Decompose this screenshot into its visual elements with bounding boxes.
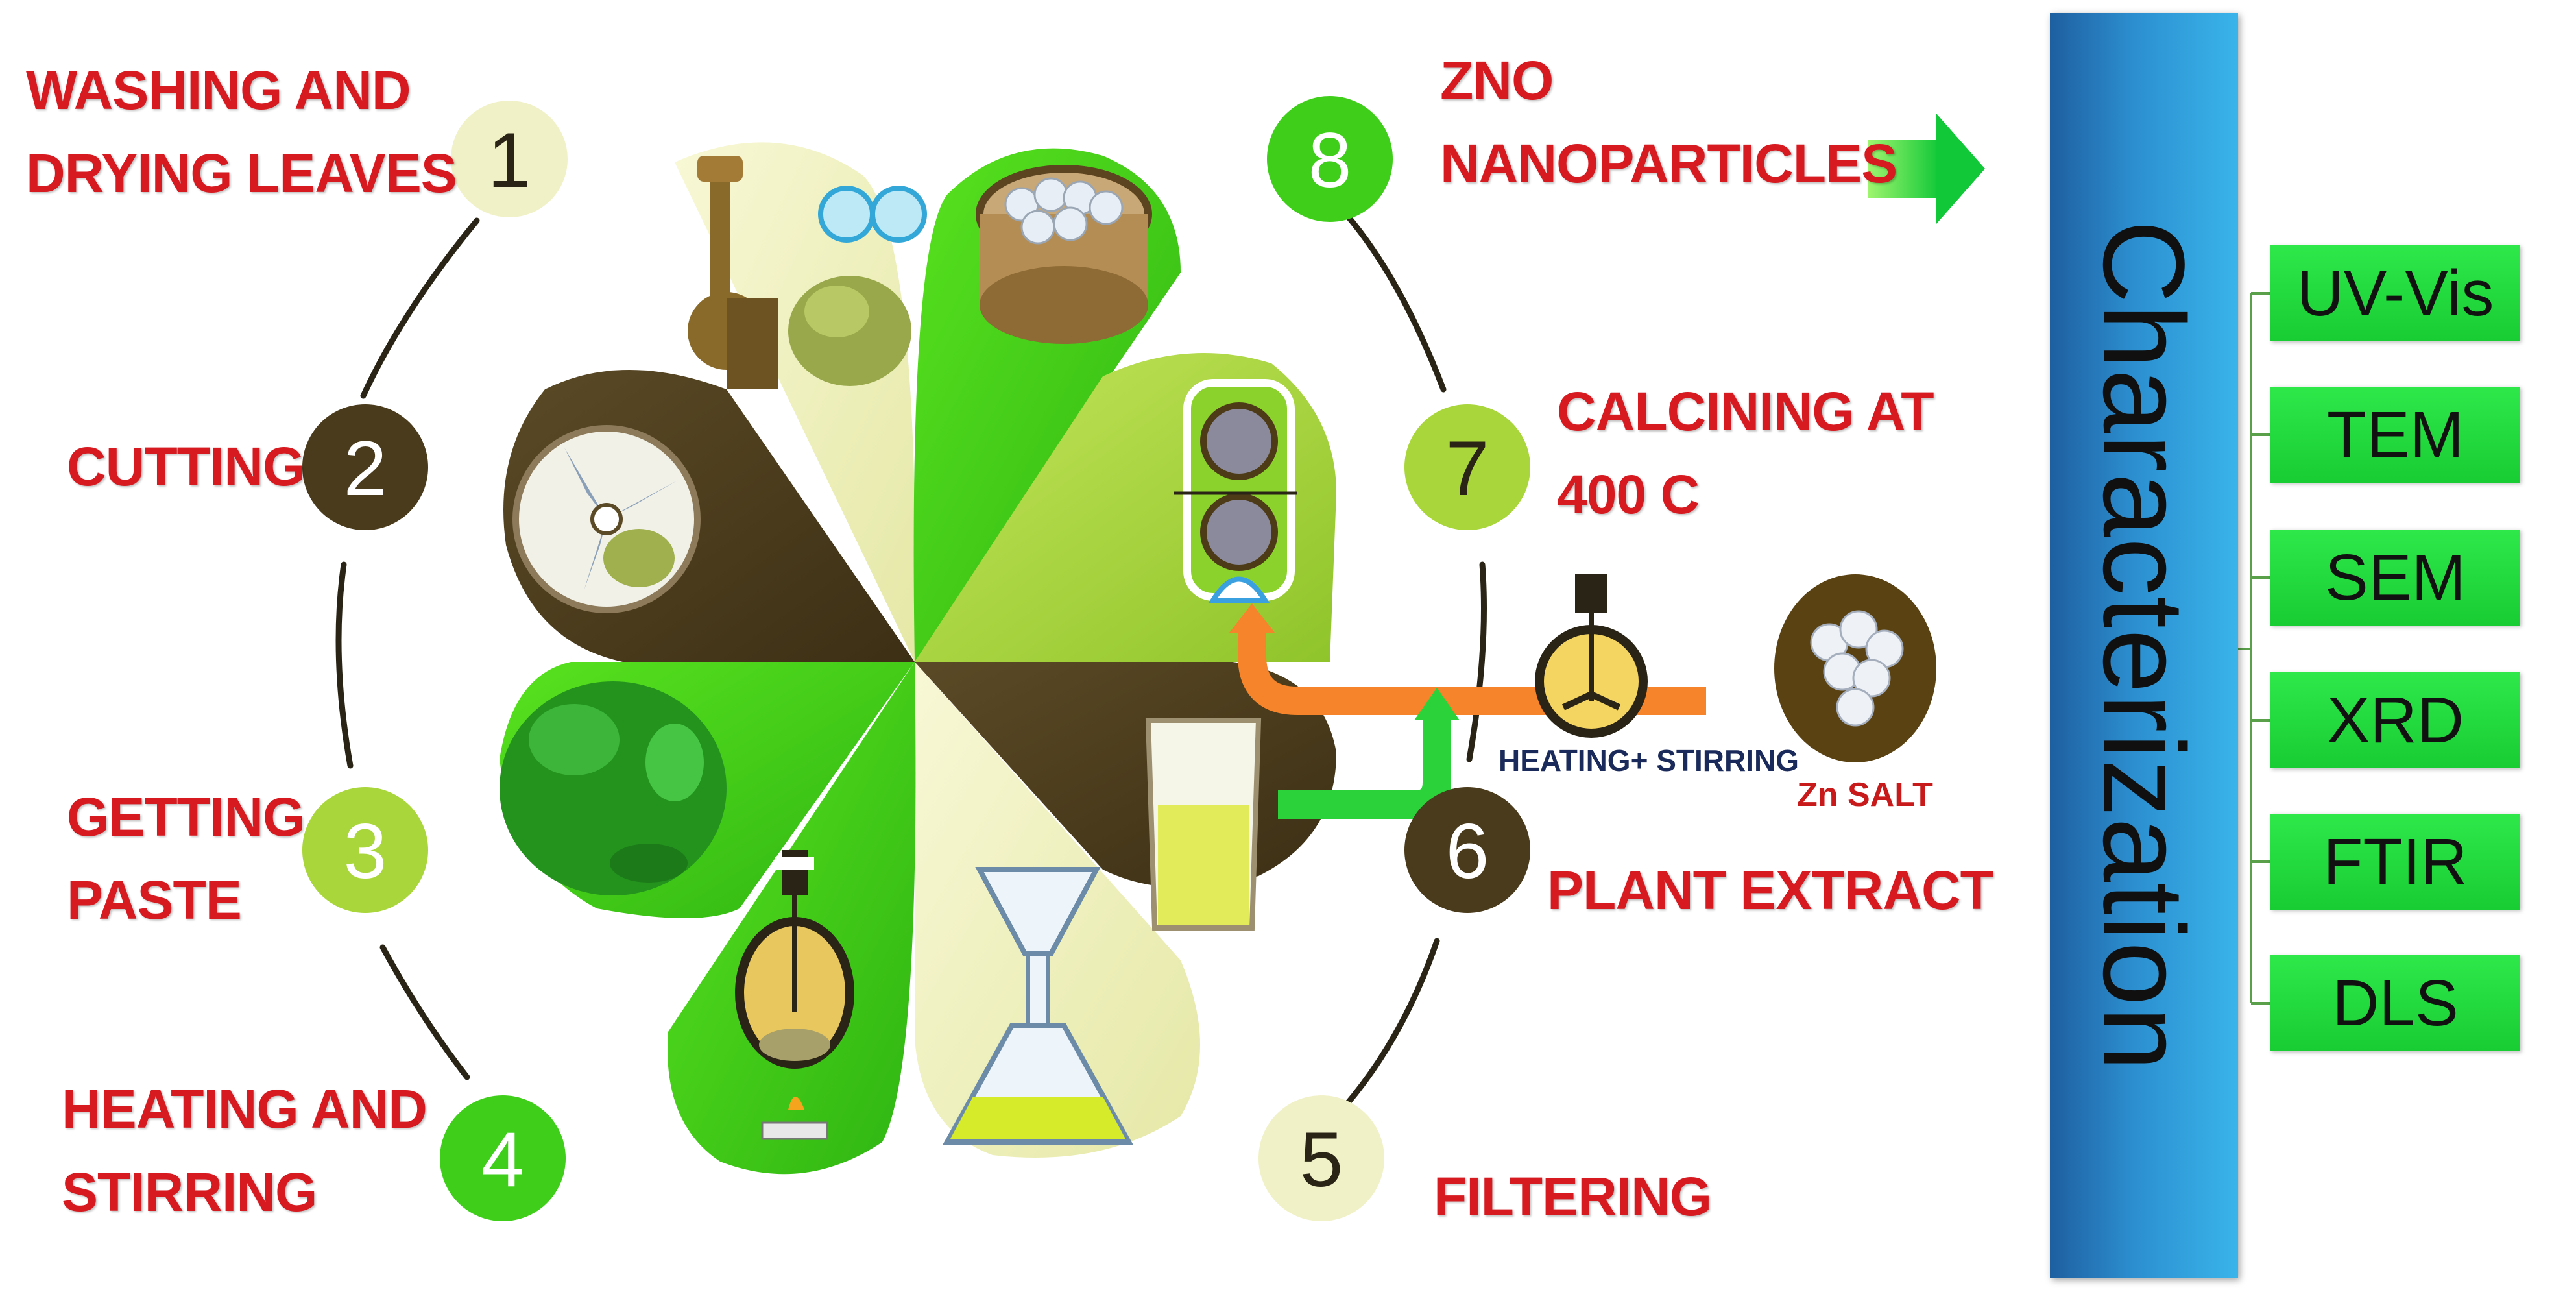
zn-salt-circle	[1774, 574, 1936, 762]
step-label-2-line-1: CUTTING	[67, 436, 305, 497]
step-label-7: CALCINING AT 400 C	[1557, 370, 1934, 536]
step-label-8: ZNO NANOPARTICLES	[1440, 39, 1897, 205]
illustration-washer	[688, 156, 927, 389]
step-label-6: PLANT EXTRACT	[1547, 849, 1993, 932]
arrow-to-characterization	[1868, 114, 1985, 224]
step-label-1-line-2: DRYING LEAVES	[26, 143, 457, 204]
step-label-1: WASHING AND DRYING LEAVES	[26, 49, 457, 215]
illustration-stirrer	[735, 850, 854, 1140]
step-label-4-line-1: HEATING AND	[62, 1078, 427, 1139]
step-label-4-line-2: STIRRING	[62, 1162, 317, 1223]
characterization-panel: Characterization	[2050, 13, 2238, 1278]
arc-5-6	[1333, 938, 1440, 1119]
step-number-4: 4	[481, 1116, 525, 1203]
step-circle-1: 1	[451, 101, 568, 217]
arc-6-7	[1466, 561, 1487, 762]
illustration-furnace	[1174, 379, 1297, 603]
step-number-3: 3	[344, 808, 387, 895]
zn-salt-label: Zn SALT	[1797, 776, 1933, 814]
step-label-3-line-1: GETTING	[67, 786, 305, 847]
step-circle-8: 8	[1267, 96, 1393, 222]
characterization-bracket	[2238, 292, 2270, 1005]
step-label-3: GETTING PASTE	[67, 775, 305, 942]
step-label-5: FILTERING	[1434, 1155, 1712, 1238]
step-number-7: 7	[1446, 425, 1489, 512]
step-label-6-line-1: PLANT EXTRACT	[1547, 860, 1993, 921]
step-label-8-line-1: ZNO	[1440, 50, 1554, 111]
technique-xrd: XRD	[2270, 672, 2520, 768]
technique-sem: SEM	[2270, 530, 2520, 626]
technique-dls: DLS	[2270, 955, 2520, 1051]
step-label-4: HEATING AND STIRRING	[62, 1067, 427, 1234]
orange-arrow	[1238, 623, 1706, 715]
step-circles: 1 2 3 4 5 6 7 8	[302, 96, 1530, 1221]
step-number-5: 5	[1300, 1116, 1343, 1203]
wheel-petals	[500, 142, 1336, 1175]
arc-1-2	[360, 217, 480, 399]
step-label-5-line-1: FILTERING	[1434, 1166, 1712, 1227]
step-label-2: CUTTING	[67, 425, 305, 508]
arc-7-8	[1343, 211, 1447, 393]
heating-stirring-label: HEATING+ STIRRING	[1499, 744, 1800, 777]
step-number-8: 8	[1308, 117, 1352, 204]
illustration-sieve-zno	[976, 165, 1152, 344]
step-label-1-line-1: WASHING AND	[26, 60, 411, 121]
step-circle-3: 3	[302, 787, 428, 913]
step-number-6: 6	[1446, 808, 1489, 895]
step-circle-7: 7	[1404, 404, 1530, 530]
technique-ftir: FTIR	[2270, 814, 2520, 910]
step-label-3-line-2: PASTE	[67, 870, 242, 931]
step-circle-5: 5	[1258, 1095, 1384, 1221]
step-label-8-line-2: NANOPARTICLES	[1440, 133, 1897, 194]
illustration-paste	[500, 681, 727, 895]
heating-stirring-vessel	[1535, 574, 1648, 738]
step-number-1: 1	[488, 117, 531, 204]
characterization-title: Characterization	[2079, 219, 2209, 1072]
step-circle-4: 4	[440, 1095, 566, 1221]
step-number-2: 2	[344, 425, 387, 512]
step-label-7-line-2: 400 C	[1557, 464, 1700, 525]
illustration-sawblade	[512, 425, 701, 613]
step-circle-2: 2	[302, 404, 428, 530]
illustration-filter-flask	[943, 867, 1133, 1145]
step-label-7-line-1: CALCINING AT	[1557, 381, 1934, 442]
step-circle-6: 6	[1404, 787, 1530, 913]
illustration-beaker	[1145, 718, 1262, 931]
technique-uv-vis: UV-Vis	[2270, 245, 2520, 341]
technique-tem: TEM	[2270, 387, 2520, 483]
connector-arcs	[335, 211, 1487, 1119]
arc-3-4	[379, 944, 470, 1080]
arc-2-3	[335, 561, 354, 769]
petal-washing	[675, 142, 915, 662]
